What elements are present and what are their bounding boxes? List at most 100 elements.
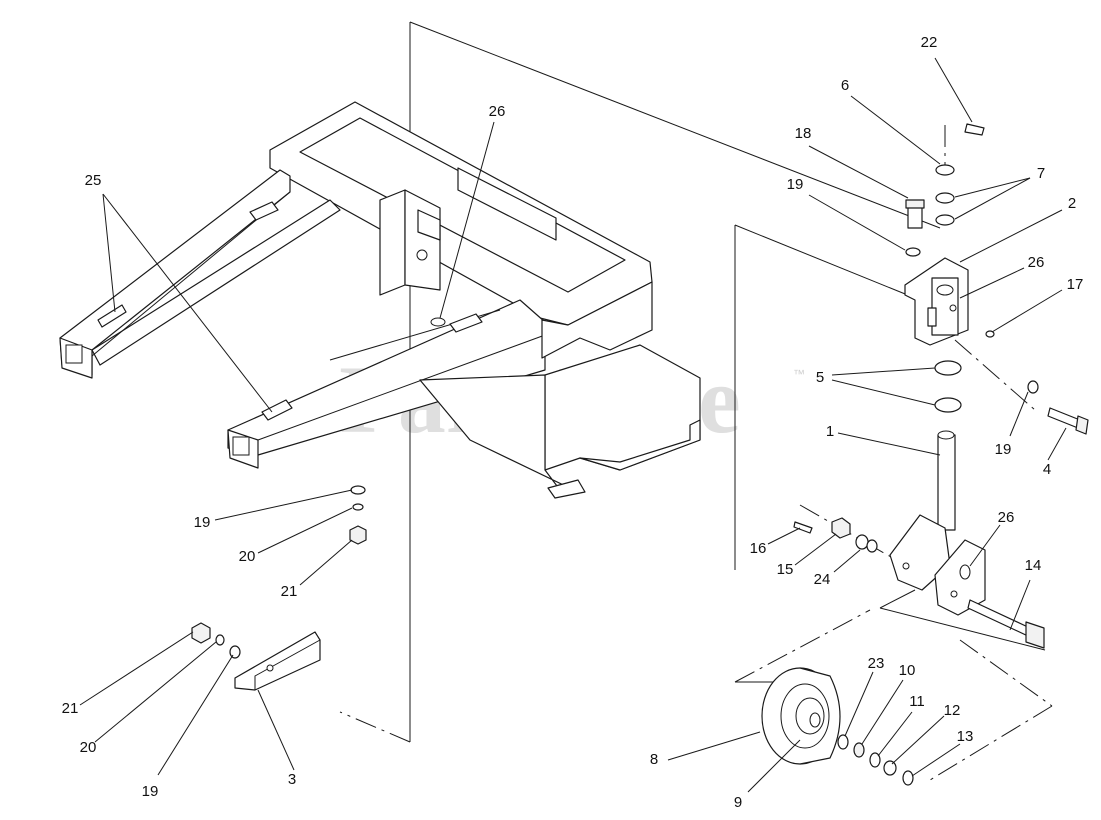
right-arm-outer <box>227 299 546 456</box>
wheel-explode-line-right <box>959 639 1053 707</box>
frame-dimple <box>430 317 446 327</box>
caster-pivot-assembly <box>904 123 1089 435</box>
callout-18: 18 <box>795 125 812 142</box>
callout-26-frame: 26 <box>489 103 506 120</box>
axle-bolt-centerline <box>799 504 906 566</box>
pivot-tube-bore <box>936 284 954 296</box>
axle-bolt-14-head <box>1025 621 1045 649</box>
pivot-bracket-slot <box>927 307 937 327</box>
bearing-10 <box>853 742 865 758</box>
washer-19-frame <box>350 485 366 495</box>
frame-flange-right <box>457 167 557 241</box>
bracket-3-bend <box>254 639 321 690</box>
right-arm-rib-a <box>257 334 546 441</box>
center-bracket-hole <box>416 249 428 261</box>
bushing-23 <box>837 734 849 750</box>
callout-22: 22 <box>921 34 938 51</box>
callout-12: 12 <box>944 702 961 719</box>
bushing-5-bottom <box>934 397 962 413</box>
callout-19-pivot: 19 <box>787 176 804 193</box>
callout-13: 13 <box>957 728 974 745</box>
spindle-1-top <box>937 430 955 440</box>
callout-6: 6 <box>841 77 849 94</box>
center-bracket-notch <box>417 209 441 241</box>
bracket-3 <box>234 631 321 691</box>
spacer-24-a <box>855 534 869 550</box>
callout-9: 9 <box>734 794 742 811</box>
callout-8: 8 <box>650 751 658 768</box>
bushing-5-top <box>934 360 962 376</box>
watermark-trademark: ™ <box>793 367 805 381</box>
callout-1: 1 <box>826 423 834 440</box>
wheel-rim-9 <box>780 683 830 749</box>
lock-washer-20-frame <box>352 503 364 511</box>
wheel-bore <box>809 712 821 728</box>
callout-24: 24 <box>814 571 831 588</box>
callout-21-bracket: 21 <box>62 700 79 717</box>
main-frame <box>59 101 701 499</box>
callout-14: 14 <box>1025 557 1042 574</box>
left-arm-tab <box>249 201 279 221</box>
wheel-hub-9 <box>795 697 825 735</box>
cotter-pin-16 <box>793 521 813 534</box>
spacer-24-b <box>866 539 878 553</box>
right-arm-end-slot <box>232 436 250 456</box>
wheel-explode-line-left <box>734 609 871 683</box>
right-arm-slot <box>261 399 293 421</box>
center-bracket-side <box>379 189 406 296</box>
fork-hole-right <box>950 590 958 598</box>
fork-dimple-26 <box>959 564 971 580</box>
bracket-explode-line <box>339 711 411 743</box>
callout-2: 2 <box>1068 195 1076 212</box>
callout-7: 7 <box>1037 165 1045 182</box>
callout-19-bolt: 19 <box>995 441 1012 458</box>
washer-6 <box>935 164 955 176</box>
callout-20-frame: 20 <box>239 548 256 565</box>
grease-fitting-17 <box>985 330 995 338</box>
callout-20-bracket: 20 <box>80 739 97 756</box>
left-arm-end-slot <box>65 344 83 364</box>
center-bracket-face <box>404 189 441 291</box>
washer-19-bolt-4 <box>1027 380 1039 394</box>
leader-lines <box>79 57 1067 793</box>
callout-15: 15 <box>777 561 794 578</box>
callout-19-frame: 19 <box>194 514 211 531</box>
axle-bolt-14 <box>967 599 1031 637</box>
washer-13 <box>902 770 914 786</box>
wheel-explode-line-bottom <box>929 705 1053 781</box>
callout-10: 10 <box>899 662 916 679</box>
callout-26-fork: 26 <box>998 509 1015 526</box>
spacer-12 <box>883 760 897 776</box>
callout-25: 25 <box>85 172 102 189</box>
callout-labels: 22 6 18 7 19 2 26 17 5 1 19 4 26 25 26 1… <box>62 34 1084 811</box>
spacer-7-top <box>935 192 955 204</box>
frame-hardware <box>349 485 367 545</box>
callout-19-bracket: 19 <box>142 783 159 800</box>
right-arm-tab <box>449 313 483 333</box>
left-arm-inner <box>91 199 341 366</box>
explode-line-top <box>409 21 941 229</box>
callout-16: 16 <box>750 540 767 557</box>
axle-plane-line-a <box>879 589 916 609</box>
callout-17: 17 <box>1067 276 1084 293</box>
fork-hole-left <box>902 562 910 570</box>
tire-tread <box>799 667 841 765</box>
bracket-3-hole <box>266 664 274 672</box>
spindle-1 <box>937 434 956 531</box>
washer-19-bracket <box>229 645 241 659</box>
bolt-4-shank <box>1047 407 1081 429</box>
bolt-18-head <box>905 199 925 209</box>
caster-fork-assembly <box>793 430 1045 649</box>
spacer-11 <box>869 752 881 768</box>
callout-5: 5 <box>816 369 824 386</box>
spacer-7-bottom <box>935 214 955 226</box>
callout-4: 4 <box>1043 461 1051 478</box>
frame-front-face <box>541 281 653 359</box>
left-arm-slot <box>97 304 127 328</box>
pin-22 <box>964 123 985 136</box>
axle-plane-line-b <box>879 607 1046 651</box>
callout-11: 11 <box>909 693 925 710</box>
pivot-bracket-hole <box>949 304 957 312</box>
